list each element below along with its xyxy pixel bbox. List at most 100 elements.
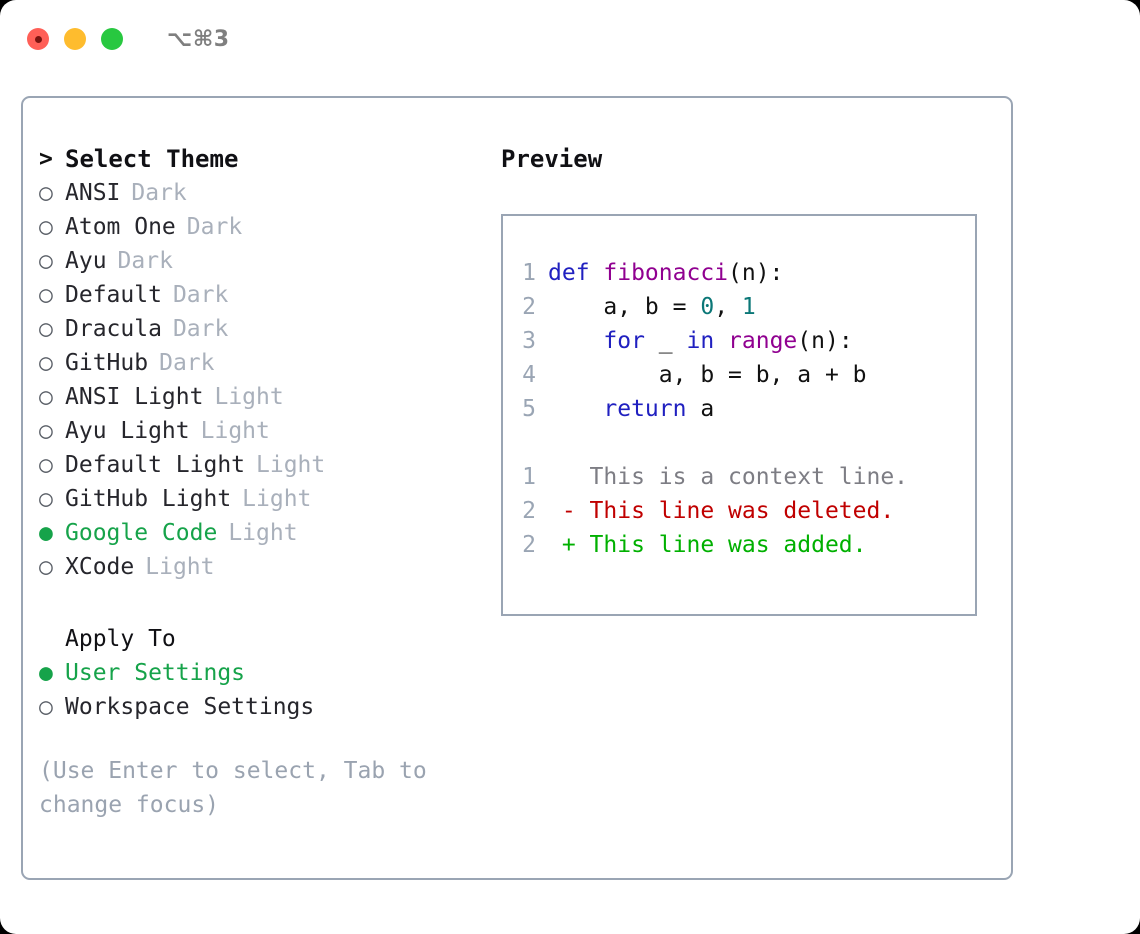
theme-list-item[interactable]: ○ Atom One Dark: [39, 210, 479, 244]
code-line: 5 return a: [512, 392, 969, 426]
traffic-light-group: [27, 28, 123, 50]
code-token-pln: a: [686, 396, 715, 422]
theme-list-item[interactable]: ○ Default Light Light: [39, 448, 479, 482]
diff-sample-block: 1 This is a context line.2 - This line w…: [512, 460, 969, 562]
code-line: 4 a, b = b, a + b: [512, 358, 969, 392]
radio-unselected-icon[interactable]: ○: [39, 694, 53, 720]
code-token-pln: [548, 328, 603, 354]
radio-selected-icon[interactable]: ●: [39, 660, 53, 686]
minimize-window-button[interactable]: [64, 28, 86, 50]
apply-to-spacer-icon: ○: [39, 622, 65, 656]
radio-unselected-icon[interactable]: ○: [39, 180, 53, 206]
radio-unselected-icon[interactable]: ○: [39, 282, 53, 308]
theme-list-item[interactable]: ○ Ayu Dark: [39, 244, 479, 278]
preview-title: Preview: [501, 145, 603, 173]
theme-name-label: Ayu Light: [65, 418, 190, 444]
apply-to-label: User Settings: [65, 660, 246, 686]
code-token-pln: [548, 396, 603, 422]
code-line-text: def fibonacci(n):: [548, 256, 783, 290]
radio-unselected-icon[interactable]: ○: [39, 316, 53, 342]
theme-variant-label: Dark: [186, 214, 243, 240]
diff-line: 2 - This line was deleted.: [512, 494, 969, 528]
code-token-kw: in: [686, 328, 715, 354]
code-token-pln: (n):: [728, 260, 784, 286]
caret-icon: >: [39, 146, 53, 172]
theme-list-item[interactable]: ○ Default Dark: [39, 278, 479, 312]
close-window-button[interactable]: [27, 28, 49, 50]
code-token-num: 0: [700, 294, 715, 320]
theme-variant-label: Dark: [131, 180, 187, 206]
theme-name-label: XCode: [65, 554, 135, 580]
radio-unselected-icon[interactable]: ○: [39, 452, 53, 478]
line-number: 2: [522, 498, 536, 524]
theme-picker-title: Select Theme: [65, 145, 239, 173]
apply-to-label: Workspace Settings: [65, 694, 315, 720]
section-spacer: [39, 584, 479, 622]
theme-name-label: Ayu: [65, 248, 107, 274]
theme-name-label: GitHub Light: [65, 486, 232, 512]
code-token-kw: for: [603, 328, 645, 354]
radio-unselected-icon[interactable]: ○: [39, 554, 53, 580]
code-line-text: a, b = b, a + b: [548, 358, 867, 392]
code-token-pln: [714, 328, 728, 354]
theme-variant-label: Light: [200, 418, 270, 444]
theme-variant-label: Dark: [117, 248, 173, 274]
radio-unselected-icon[interactable]: ○: [39, 418, 53, 444]
code-token-fn: range: [728, 328, 798, 354]
code-token-pln: ,: [714, 294, 742, 320]
theme-variant-label: Dark: [159, 350, 215, 376]
code-line: 1 def fibonacci(n):: [512, 256, 969, 290]
theme-variant-label: Light: [228, 520, 298, 546]
code-token-num: 1: [741, 294, 756, 320]
code-token-pln: (n):: [797, 328, 853, 354]
line-number: 1: [522, 464, 536, 490]
title-bar: ⌥⌘3: [0, 0, 1140, 78]
line-number: 2: [522, 532, 536, 558]
radio-unselected-icon[interactable]: ○: [39, 248, 53, 274]
apply-to-item[interactable]: ● User Settings: [39, 656, 479, 690]
theme-name-label: Default: [65, 282, 162, 308]
code-token-kw: return: [603, 396, 687, 422]
theme-variant-label: Light: [214, 384, 284, 410]
radio-selected-icon[interactable]: ●: [39, 520, 53, 546]
line-number: 4: [522, 362, 536, 388]
theme-list-item[interactable]: ○ ANSI Dark: [39, 176, 479, 210]
radio-unselected-icon[interactable]: ○: [39, 486, 53, 512]
diff-line: 1 This is a context line.: [512, 460, 969, 494]
radio-unselected-icon[interactable]: ○: [39, 384, 53, 410]
code-token-pln: a, b = b, a + b: [548, 362, 867, 388]
maximize-window-button[interactable]: [101, 28, 123, 50]
code-line-text: for _ in range(n):: [548, 324, 853, 358]
diff-line-text: This is a context line.: [548, 464, 909, 490]
radio-unselected-icon[interactable]: ○: [39, 214, 53, 240]
theme-list-item[interactable]: ○ Ayu Light Light: [39, 414, 479, 448]
line-number: 3: [522, 328, 536, 354]
theme-name-label: ANSI: [65, 180, 121, 206]
code-line: 3 for _ in range(n):: [512, 324, 969, 358]
theme-variant-label: Dark: [172, 282, 229, 308]
apply-to-item[interactable]: ○ Workspace Settings: [39, 690, 479, 724]
line-number: 1: [522, 260, 536, 286]
theme-picker-header: > Select Theme: [39, 142, 479, 176]
theme-variant-label: Light: [145, 554, 215, 580]
theme-variant-label: Light: [256, 452, 326, 478]
apply-to-heading-row: ○ Apply To: [39, 622, 479, 656]
diff-line: 2 + This line was added.: [512, 528, 969, 562]
code-token-kw: def: [548, 260, 604, 286]
theme-name-label: Default Light: [65, 452, 246, 478]
code-token-fn: fibonacci: [603, 260, 729, 286]
radio-unselected-icon[interactable]: ○: [39, 350, 53, 376]
theme-name-label: Atom One: [65, 214, 176, 240]
theme-list-item[interactable]: ○ XCode Light: [39, 550, 479, 584]
code-line: 2 a, b = 0, 1: [512, 290, 969, 324]
